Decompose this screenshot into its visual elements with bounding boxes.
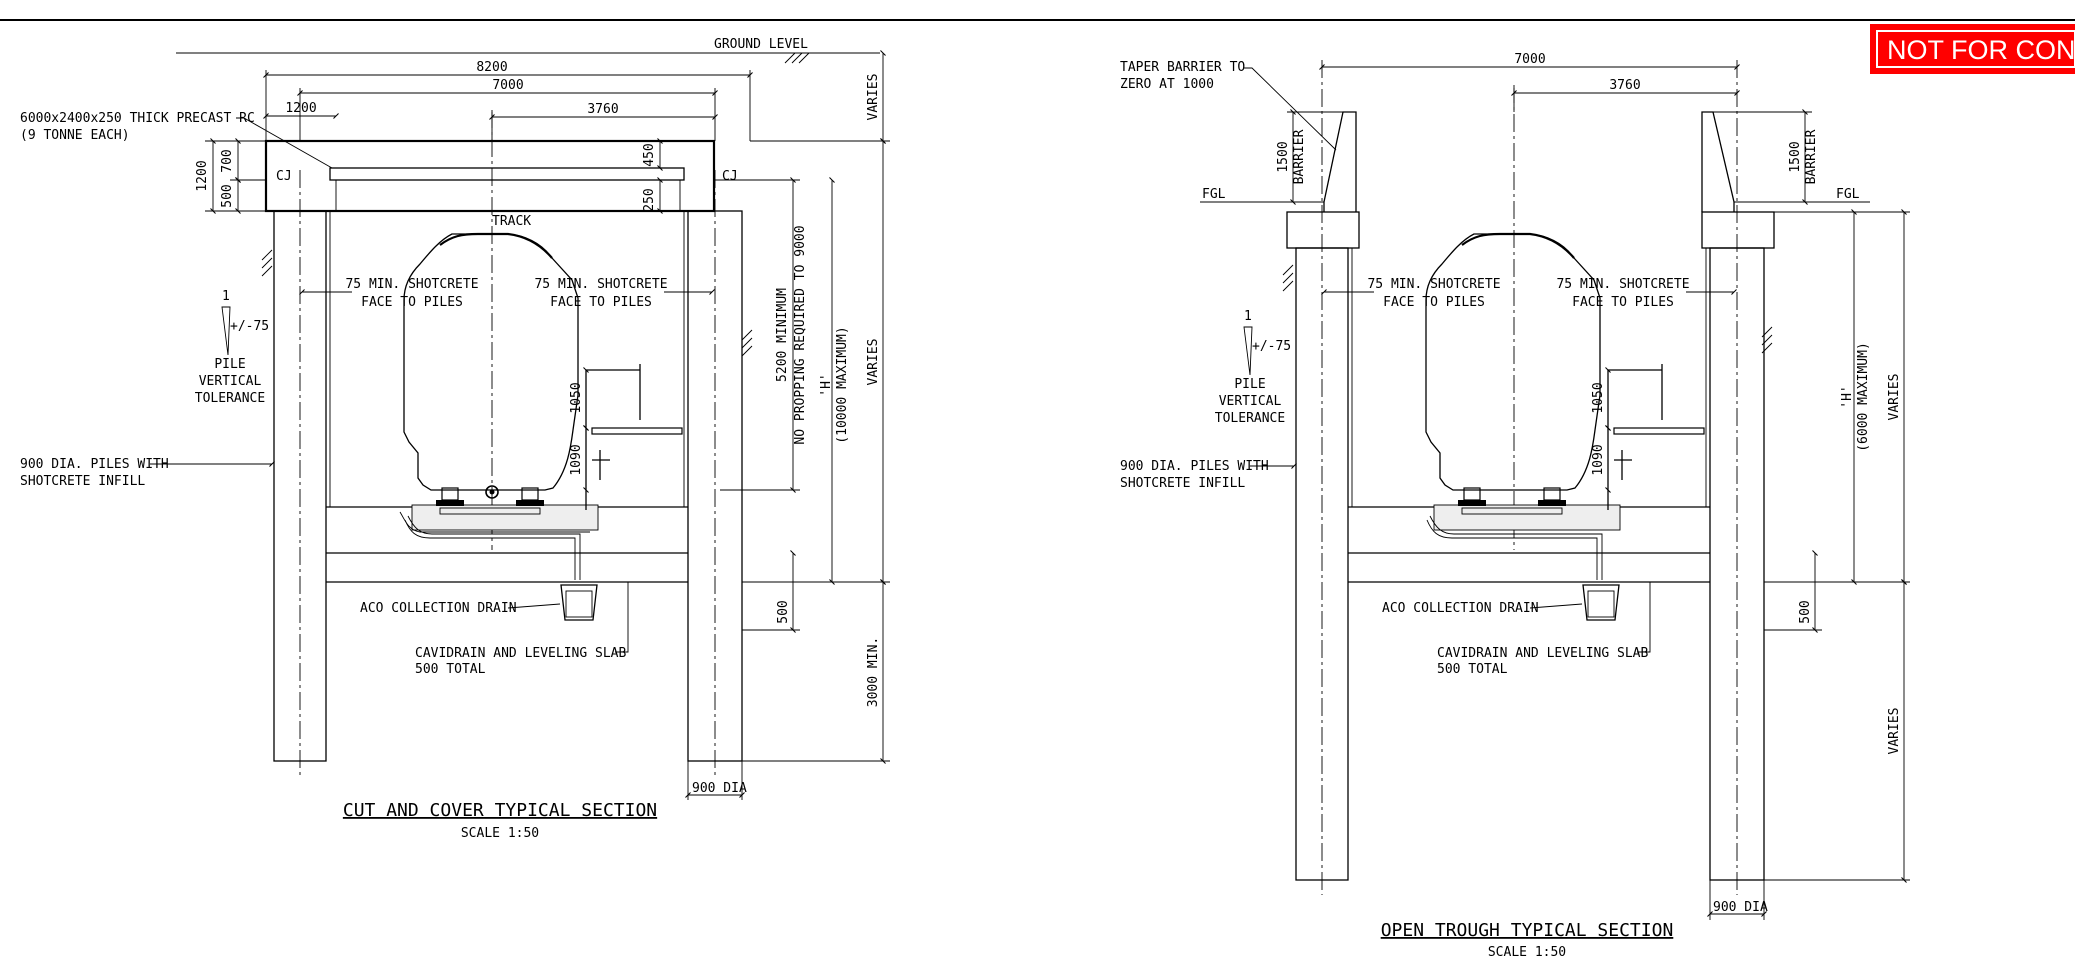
open-trough-section: 7000 3760 1500 BARRIER 1500 BARRIER 'H' … — [1120, 52, 1910, 960]
piles-label-line1: 900 DIA. PILES WITH — [20, 457, 169, 472]
dim-900-dia: 900 DIA — [692, 781, 747, 796]
ot-shotcrete-left-line1: 75 MIN. SHOTCRETE — [1367, 277, 1500, 292]
tolerance-label-1: PILE — [214, 357, 245, 372]
ot-barrier-word-left: BARRIER — [1292, 129, 1307, 184]
tolerance-value: +/-75 — [230, 319, 269, 334]
shotcrete-right-line2: FACE TO PILES — [550, 295, 652, 310]
dim-1200-cap: 1200 — [195, 160, 210, 191]
ot-barrier-word-right: BARRIER — [1804, 129, 1819, 184]
ot-dim-varies-low: VARIES — [1887, 708, 1902, 755]
dim-1090: 1090 — [569, 444, 584, 475]
open-trough-title: OPEN TROUGH TYPICAL SECTION — [1381, 920, 1674, 941]
ot-shotcrete-right-line2: FACE TO PILES — [1572, 295, 1674, 310]
ot-dim-500-base: 500 — [1798, 600, 1813, 623]
shotcrete-right-line1: 75 MIN. SHOTCRETE — [534, 277, 667, 292]
banner-text: NOT FOR CONSTRU — [1887, 35, 2075, 65]
dim-varies-mid: VARIES — [866, 339, 881, 386]
dim-h-max: (10000 MAXIMUM) — [835, 326, 850, 443]
ot-shotcrete-right-line1: 75 MIN. SHOTCRETE — [1556, 277, 1689, 292]
cut-and-cover-scale: SCALE 1:50 — [461, 826, 539, 841]
ot-dim-7000: 7000 — [1514, 52, 1545, 67]
ot-fgl-right-label: FGL — [1836, 187, 1860, 202]
dim-no-propping: NO PROPPING REQUIRED TO 9000 — [793, 225, 808, 444]
dim-250: 250 — [642, 188, 657, 211]
dim-h-label: 'H' — [819, 373, 834, 396]
dim-8200: 8200 — [476, 60, 507, 75]
dim-500-base: 500 — [776, 600, 791, 623]
ot-fgl-left-label: FGL — [1202, 187, 1226, 202]
not-for-construction-banner: NOT FOR CONSTRU — [1870, 24, 2075, 74]
ot-dim-h-label: 'H' — [1840, 385, 1855, 408]
dim-1200-slab-edge: 1200 — [285, 101, 316, 116]
ot-taper-label-line1: TAPER BARRIER TO — [1120, 60, 1245, 75]
aco-drain-label: ACO COLLECTION DRAIN — [360, 601, 517, 616]
ot-dim-varies-mid: VARIES — [1887, 374, 1902, 421]
track-centreline-label: TRACK — [492, 214, 531, 229]
ot-shotcrete-left-line2: FACE TO PILES — [1383, 295, 1485, 310]
dim-700: 700 — [220, 149, 235, 172]
ot-cavidrain-label-line2: 500 TOTAL — [1437, 662, 1508, 677]
tolerance-one: 1 — [222, 289, 230, 304]
dim-5200-minimum: 5200 MINIMUM — [775, 288, 790, 382]
precast-label-line1: 6000x2400x250 THICK PRECAST RC — [20, 111, 255, 126]
ot-dim-1050: 1050 — [1591, 382, 1606, 413]
shotcrete-left-line2: FACE TO PILES — [361, 295, 463, 310]
dim-500-cap: 500 — [220, 184, 235, 207]
cj-right-label: CJ — [722, 169, 738, 184]
tolerance-label-2: VERTICAL — [199, 374, 262, 389]
ot-tolerance-label-3: TOLERANCE — [1215, 411, 1285, 426]
piles-label-line2: SHOTCRETE INFILL — [20, 474, 145, 489]
ot-dim-1500-left: 1500 — [1276, 141, 1291, 172]
ot-dim-h-max: (6000 MAXIMUM) — [1856, 342, 1871, 452]
ot-taper-label-line2: ZERO AT 1000 — [1120, 77, 1214, 92]
ground-level-label: GROUND LEVEL — [714, 37, 808, 52]
ot-cavidrain-label-line1: CAVIDRAIN AND LEVELING SLAB — [1437, 646, 1648, 661]
dim-7000: 7000 — [492, 78, 523, 93]
ot-tolerance-value: +/-75 — [1252, 339, 1291, 354]
shotcrete-left-line1: 75 MIN. SHOTCRETE — [345, 277, 478, 292]
ot-dim-1090: 1090 — [1591, 444, 1606, 475]
ot-dim-1500-right: 1500 — [1788, 141, 1803, 172]
dim-varies-top: VARIES — [866, 74, 881, 121]
ot-dim-900-dia: 900 DIA — [1713, 900, 1768, 915]
dim-3000-min: 3000 MIN. — [866, 637, 881, 707]
tolerance-label-3: TOLERANCE — [195, 391, 265, 406]
ot-piles-label-line1: 900 DIA. PILES WITH — [1120, 459, 1269, 474]
ot-tolerance-label-2: VERTICAL — [1219, 394, 1282, 409]
dim-1050: 1050 — [569, 382, 584, 413]
cut-and-cover-title: CUT AND COVER TYPICAL SECTION — [343, 800, 657, 821]
dim-450: 450 — [642, 143, 657, 166]
dim-3760: 3760 — [587, 102, 618, 117]
open-trough-scale: SCALE 1:50 — [1488, 945, 1566, 960]
ot-piles-label-line2: SHOTCRETE INFILL — [1120, 476, 1245, 491]
cut-and-cover-section: 8200 7000 1200 3760 1200 700 500 450 250… — [20, 37, 890, 841]
ot-dim-3760: 3760 — [1609, 78, 1640, 93]
cavidrain-label-line2: 500 TOTAL — [415, 662, 486, 677]
precast-label-line2: (9 TONNE EACH) — [20, 128, 130, 143]
ot-tolerance-label-1: PILE — [1234, 377, 1265, 392]
ot-tolerance-one: 1 — [1244, 309, 1252, 324]
cj-left-label: CJ — [276, 169, 292, 184]
ot-aco-drain-label: ACO COLLECTION DRAIN — [1382, 601, 1539, 616]
cavidrain-label-line1: CAVIDRAIN AND LEVELING SLAB — [415, 646, 626, 661]
